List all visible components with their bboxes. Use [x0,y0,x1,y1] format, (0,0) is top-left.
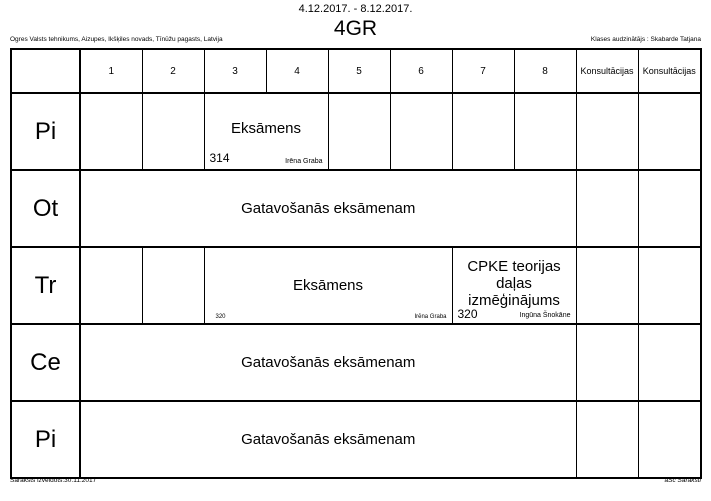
class-teacher: Klases audzinātājs : Skabarde Tatjana [590,36,701,43]
period-header: 4 [265,48,329,94]
timetable: 1 2 3 4 5 6 7 8 Konsultācijas Konsultāci… [10,48,702,479]
lesson-subject: Gatavošanās eksāmenam [241,200,416,217]
lesson-teacher: Irēna Graba [285,158,323,165]
corner-cell [10,48,81,94]
lesson-subject: CPKE teorijas daļas izmēģinājums [467,258,561,309]
empty-cell [637,323,702,402]
day-label: Pi [10,92,81,171]
date-range: 4.12.2017. - 8.12.2017. [298,3,413,15]
lesson-teacher: Irēna Graba [414,314,447,320]
school-info: Ogres Valsts tehnikums, Aizupes, Ikšķile… [10,36,223,43]
lesson-subject: Gatavošanās eksāmenam [241,354,416,371]
lesson-room: 314 [209,151,230,165]
header-row: 1 2 3 4 5 6 7 8 Konsultācijas Konsultāci… [10,48,702,94]
period-header: 2 [141,48,205,94]
lesson-cell[interactable]: CPKE teorijas daļas izmēģinājums 320 Ing… [451,246,577,325]
day-row-wednesday: Tr Eksāmens 320 Irēna Graba CPKE teorija… [10,246,702,325]
lesson-cell[interactable]: Eksāmens 314 Irēna Graba [203,92,329,171]
consultation-header: Konsultācijas [637,48,702,94]
empty-cell [637,246,702,325]
day-label: Pi [10,400,81,479]
lesson-room: 320 [215,314,226,320]
day-row-tuesday: Ot Gatavošanās eksāmenam [10,169,702,248]
empty-cell [141,246,205,325]
created-date: Saraksts izveidots:30.11.2017 [10,477,97,484]
empty-cell [575,246,639,325]
day-row-friday: Pi Gatavošanās eksāmenam [10,400,702,479]
period-header: 8 [513,48,577,94]
lesson-room: 320 [457,307,478,321]
day-row-monday: Pi Eksāmens 314 Irēna Graba [10,92,702,171]
period-header: 6 [389,48,453,94]
empty-cell [575,92,639,171]
empty-cell [637,92,702,171]
empty-cell [637,169,702,248]
lesson-cell[interactable]: Gatavošanās eksāmenam [79,323,577,402]
empty-cell [141,92,205,171]
lesson-subject: Eksāmens [292,277,364,294]
lesson-subject: Gatavošanās eksāmenam [241,431,416,448]
day-label: Tr [10,246,81,325]
lesson-cell[interactable]: Gatavošanās eksāmenam [79,169,577,248]
period-header: 5 [327,48,391,94]
empty-cell [79,92,143,171]
empty-cell [79,246,143,325]
class-title: 4GR [333,17,378,40]
empty-cell [327,92,391,171]
period-header: 3 [203,48,267,94]
empty-cell [575,400,639,479]
day-label: Ot [10,169,81,248]
empty-cell [451,92,515,171]
lesson-teacher: Ingūna Šnokāne [519,312,571,319]
brand-label: aSc Saraksti [664,477,702,484]
lesson-subject: Eksāmens [230,120,302,137]
period-header: 1 [79,48,143,94]
empty-cell [637,400,702,479]
day-row-thursday: Ce Gatavošanās eksāmenam [10,323,702,402]
empty-cell [513,92,577,171]
empty-cell [575,323,639,402]
lesson-cell[interactable]: Eksāmens 320 Irēna Graba [203,246,453,325]
empty-cell [389,92,453,171]
empty-cell [575,169,639,248]
period-header: 7 [451,48,515,94]
lesson-cell[interactable]: Gatavošanās eksāmenam [79,400,577,479]
day-label: Ce [10,323,81,402]
consultation-header: Konsultācijas [575,48,639,94]
